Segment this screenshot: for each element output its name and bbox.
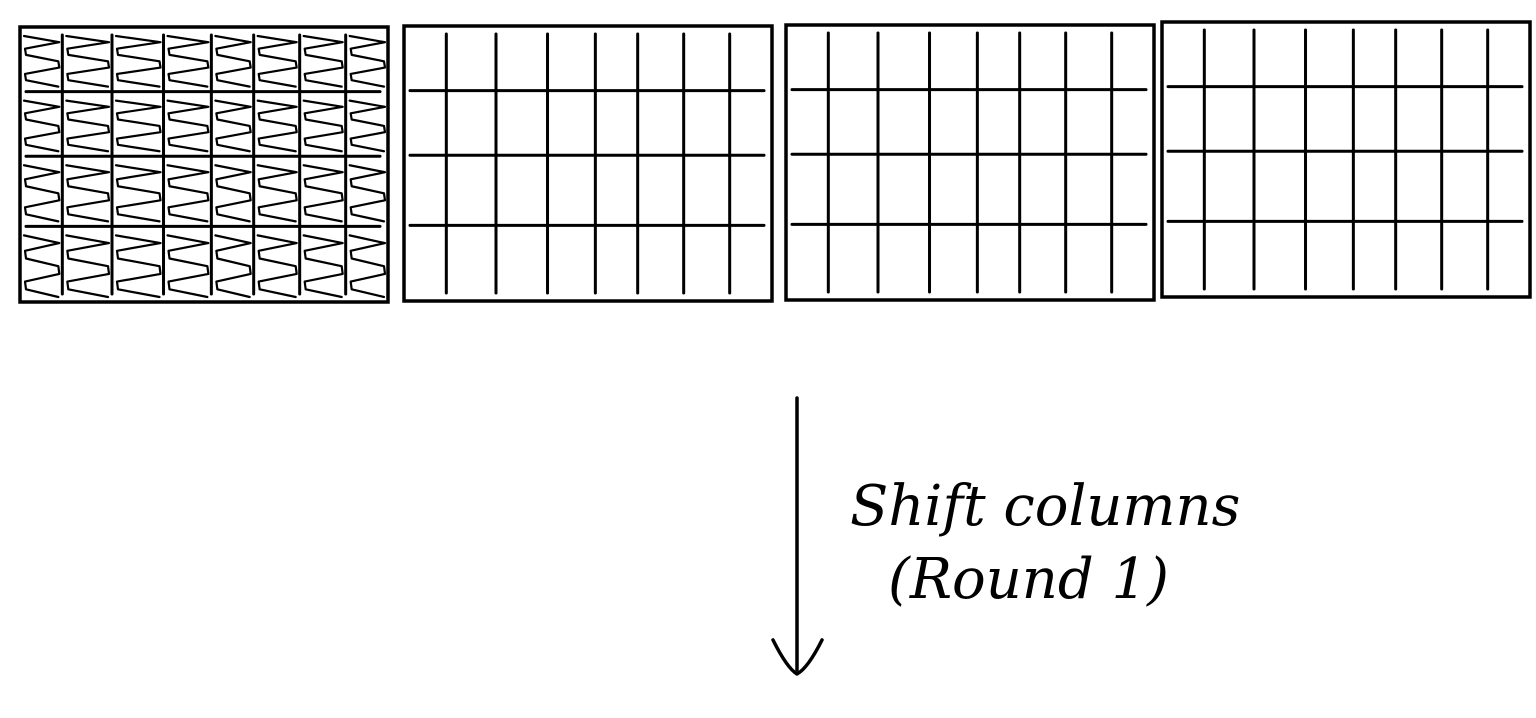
shift-arrow: [771, 396, 824, 676]
cell-scribble: [22, 164, 61, 223]
caption-line-2: (Round 1): [888, 547, 1169, 612]
cell-scribble: [302, 234, 344, 299]
cell-scribble: [348, 164, 387, 223]
grid-border: [784, 23, 1156, 302]
grid-block-3: [784, 23, 1156, 302]
caption: Shift columns (Round 1): [850, 474, 1240, 612]
cell-scribble: [65, 164, 111, 223]
cell-scribble: [214, 234, 252, 299]
cell-scribble: [214, 164, 252, 223]
cell-scribble: [166, 99, 210, 153]
cell-scribble: [22, 34, 61, 88]
cell-scribble: [65, 234, 111, 299]
cell-scribble: [166, 34, 210, 88]
grid-border: [402, 24, 774, 303]
grid-border: [1160, 20, 1532, 299]
cell-scribble: [348, 99, 387, 153]
cell-scribble: [256, 234, 298, 299]
cell-scribble: [65, 34, 111, 88]
arrow-head: [771, 638, 824, 676]
grid-block-4: [1160, 20, 1532, 299]
grid-border: [18, 25, 390, 304]
grid-blocks: [18, 20, 1532, 304]
caption-line-1: Shift columns: [850, 474, 1240, 539]
cell-scribble: [214, 99, 252, 153]
cell-scribble: [22, 234, 61, 299]
cell-scribble: [302, 34, 344, 88]
cell-scribble: [114, 34, 162, 88]
cell-scribble: [114, 234, 162, 299]
grid-block-1: [18, 25, 390, 304]
cell-scribble: [256, 99, 298, 153]
cell-scribble: [22, 99, 61, 153]
cell-scribble: [348, 34, 387, 88]
cell-scribble: [65, 99, 111, 153]
cell-scribble: [114, 164, 162, 223]
cell-scribble: [166, 164, 210, 223]
grid-block-2: [402, 24, 774, 303]
cell-scribble: [348, 234, 387, 299]
cell-scribble: [114, 99, 162, 153]
cell-scribble: [166, 234, 210, 299]
cell-scribble: [302, 164, 344, 223]
cell-scribble: [256, 34, 298, 88]
cell-scribble: [214, 34, 252, 88]
cell-scribble: [256, 164, 298, 223]
cell-scribble: [302, 99, 344, 153]
